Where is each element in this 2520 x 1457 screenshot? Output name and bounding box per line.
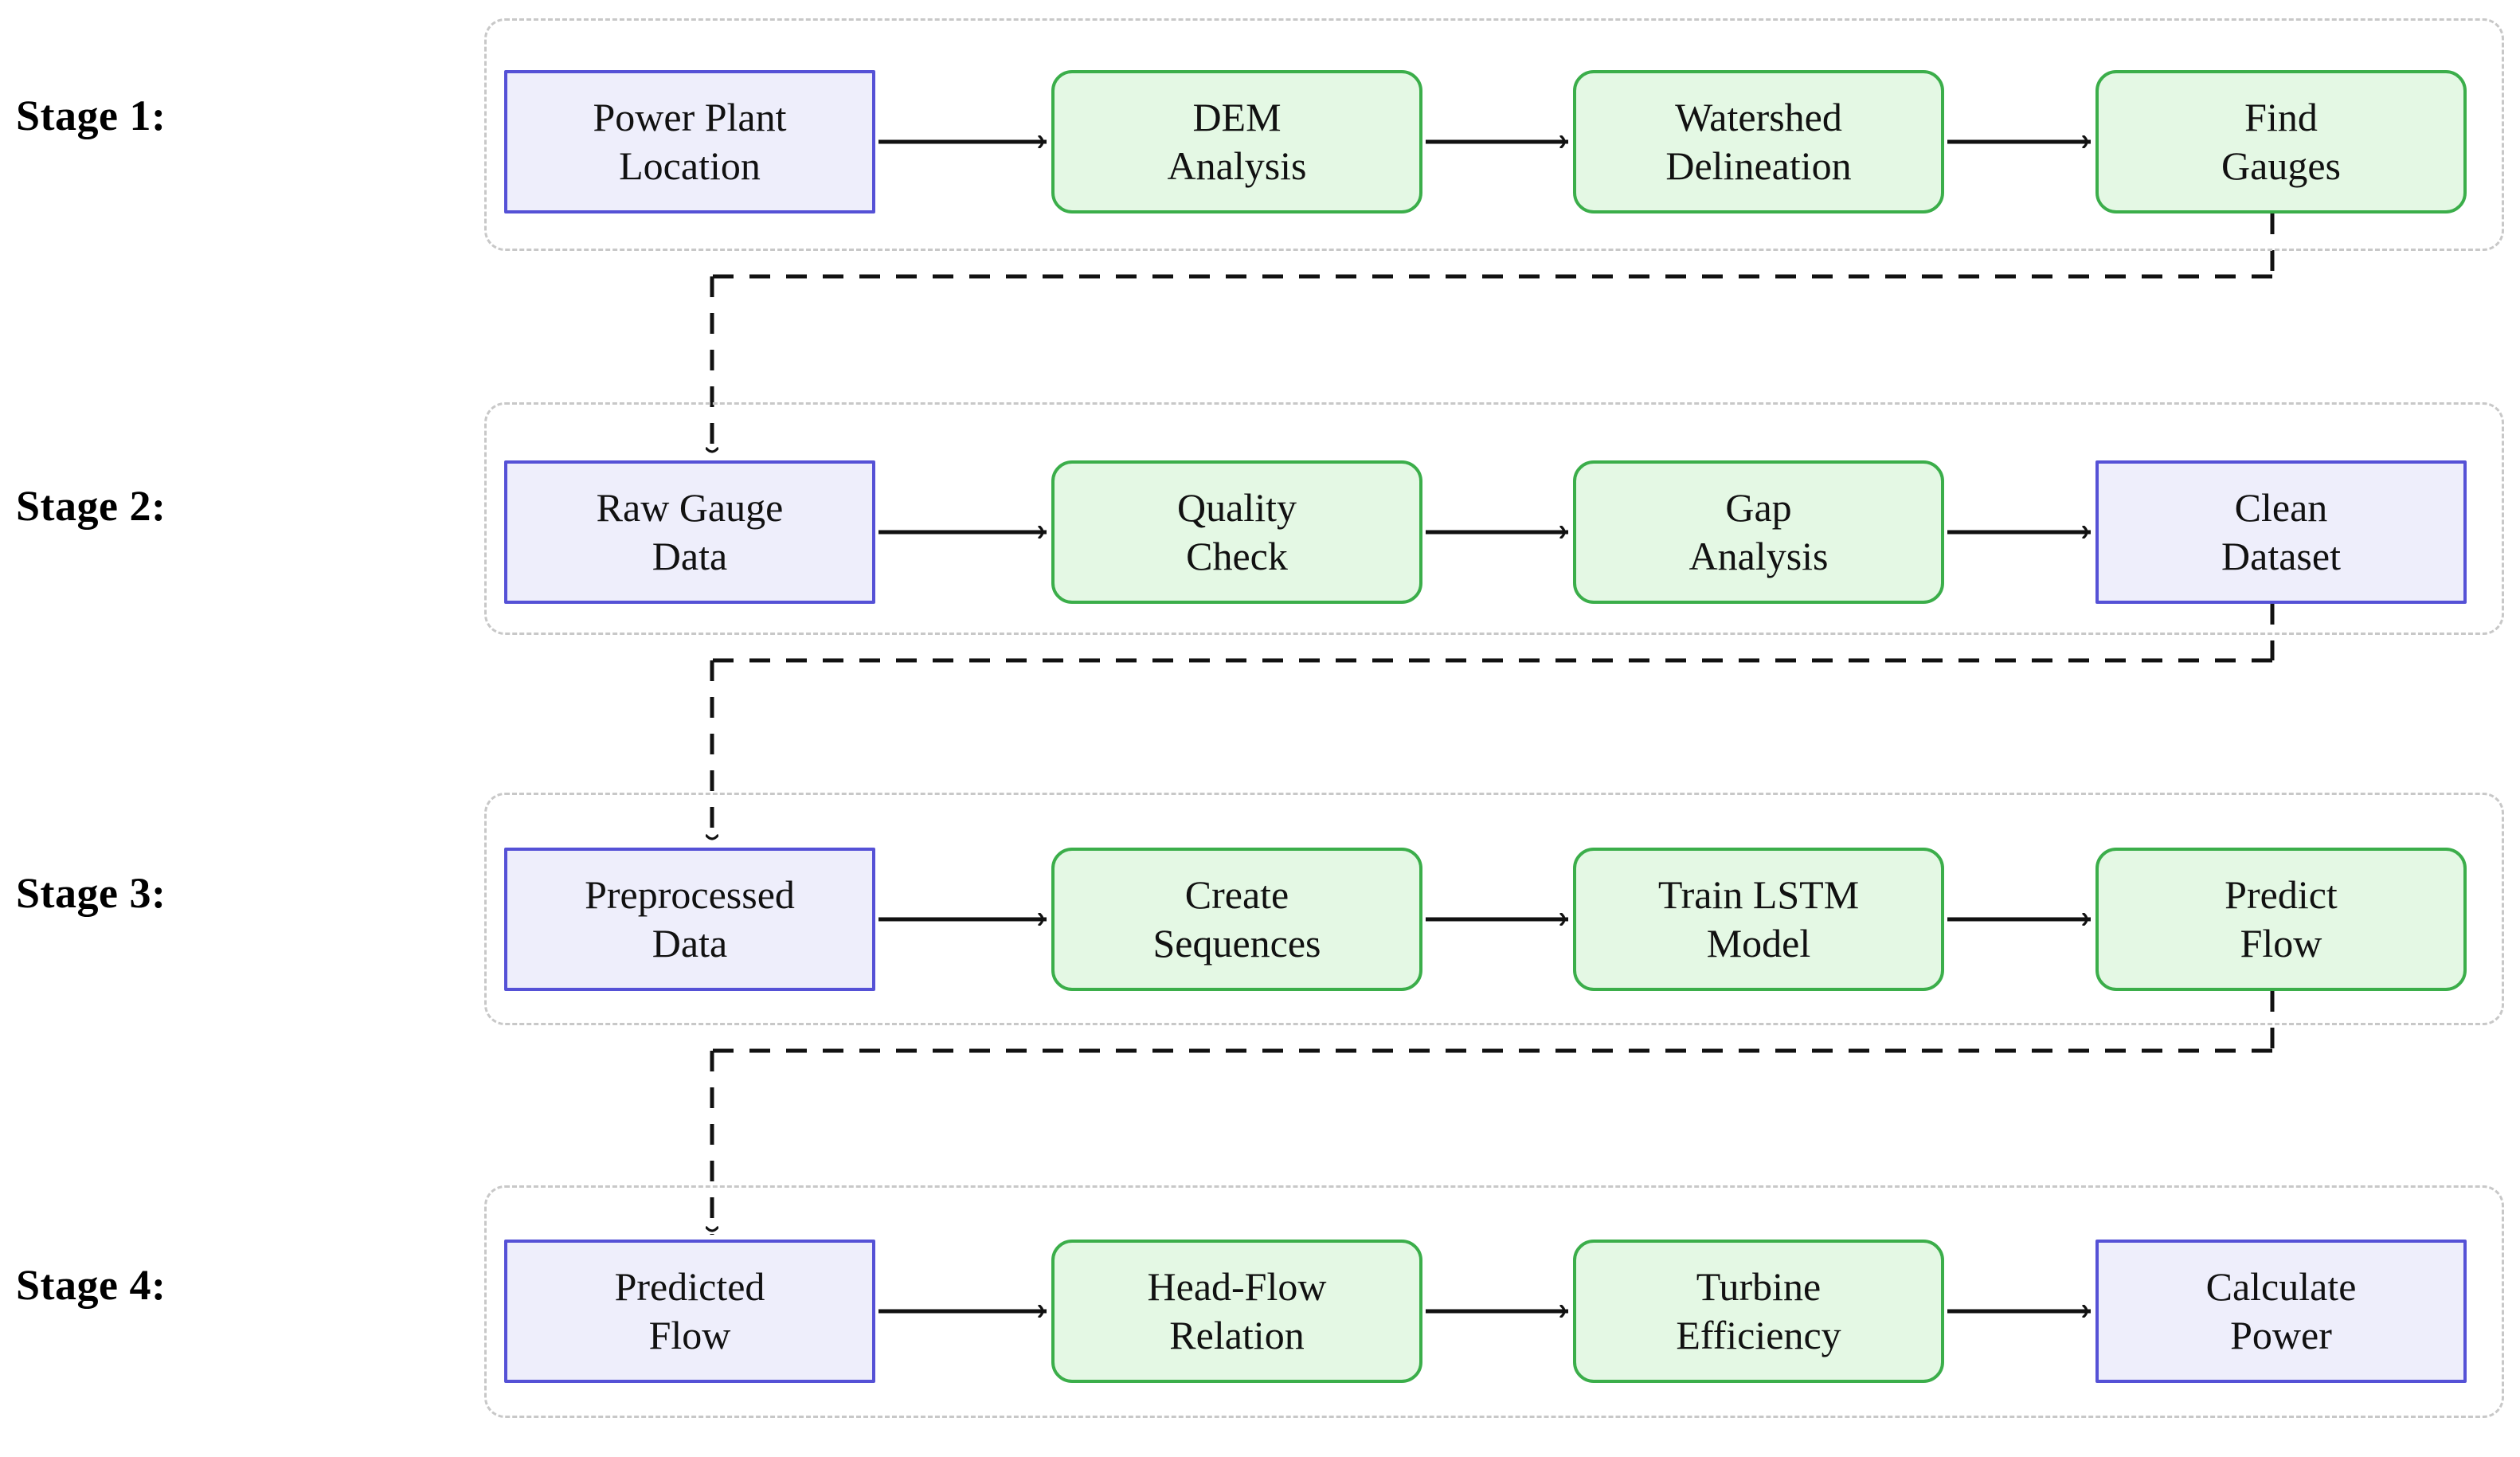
node-label-line: Sequences bbox=[1152, 921, 1321, 965]
node-label-line: Flow bbox=[2240, 921, 2322, 965]
node-label-line: Raw Gauge bbox=[596, 485, 784, 530]
stage-group-4 bbox=[484, 1185, 2504, 1418]
stage-label-3: Stage 3: bbox=[16, 869, 166, 917]
node-label-line: Calculate bbox=[2205, 1264, 2357, 1309]
node-label-line: DEM bbox=[1192, 95, 1282, 139]
node-label-line: Analysis bbox=[1688, 534, 1829, 578]
node-label-line: Relation bbox=[1169, 1313, 1305, 1357]
node-label-line: Predicted bbox=[614, 1264, 765, 1309]
node-label-line: Watershed bbox=[1675, 95, 1842, 139]
node-label-line: Data bbox=[652, 534, 728, 578]
node-label-line: Create bbox=[1184, 872, 1289, 917]
node-label-line: Turbine bbox=[1696, 1264, 1822, 1309]
node-label-line: Preprocessed bbox=[585, 872, 795, 917]
node-label-line: Quality bbox=[1177, 485, 1297, 530]
node-label-line: Dataset bbox=[2221, 534, 2341, 578]
node-label-line: Efficiency bbox=[1676, 1313, 1841, 1357]
stage-label-2: Stage 2: bbox=[16, 482, 166, 530]
node-label-line: Location bbox=[619, 143, 761, 188]
stage-group-3 bbox=[484, 793, 2504, 1025]
node-label-line: Flow bbox=[648, 1313, 731, 1357]
node-label-line: Clean bbox=[2234, 485, 2328, 530]
node-label-line: Predict bbox=[2225, 872, 2338, 917]
node-label-line: Train LSTM bbox=[1657, 872, 1860, 917]
node-label-line: Analysis bbox=[1167, 143, 1307, 188]
stage-label-1: Stage 1: bbox=[16, 92, 166, 139]
stage-label-4: Stage 4: bbox=[16, 1261, 166, 1309]
node-label-line: Power bbox=[2230, 1313, 2332, 1357]
node-label-line: Find bbox=[2244, 95, 2318, 139]
node-label-line: Data bbox=[652, 921, 728, 965]
node-label-line: Power Plant bbox=[593, 95, 787, 139]
node-label-line: Check bbox=[1186, 534, 1288, 578]
stage-group-2 bbox=[484, 402, 2504, 635]
node-label-line: Gauges bbox=[2221, 143, 2341, 188]
node-label-line: Gap bbox=[1725, 485, 1792, 530]
stage-group-1 bbox=[484, 18, 2504, 251]
node-label-line: Model bbox=[1706, 921, 1811, 965]
node-label-line: Delineation bbox=[1665, 143, 1852, 188]
node-label-line: Head-Flow bbox=[1147, 1264, 1327, 1309]
